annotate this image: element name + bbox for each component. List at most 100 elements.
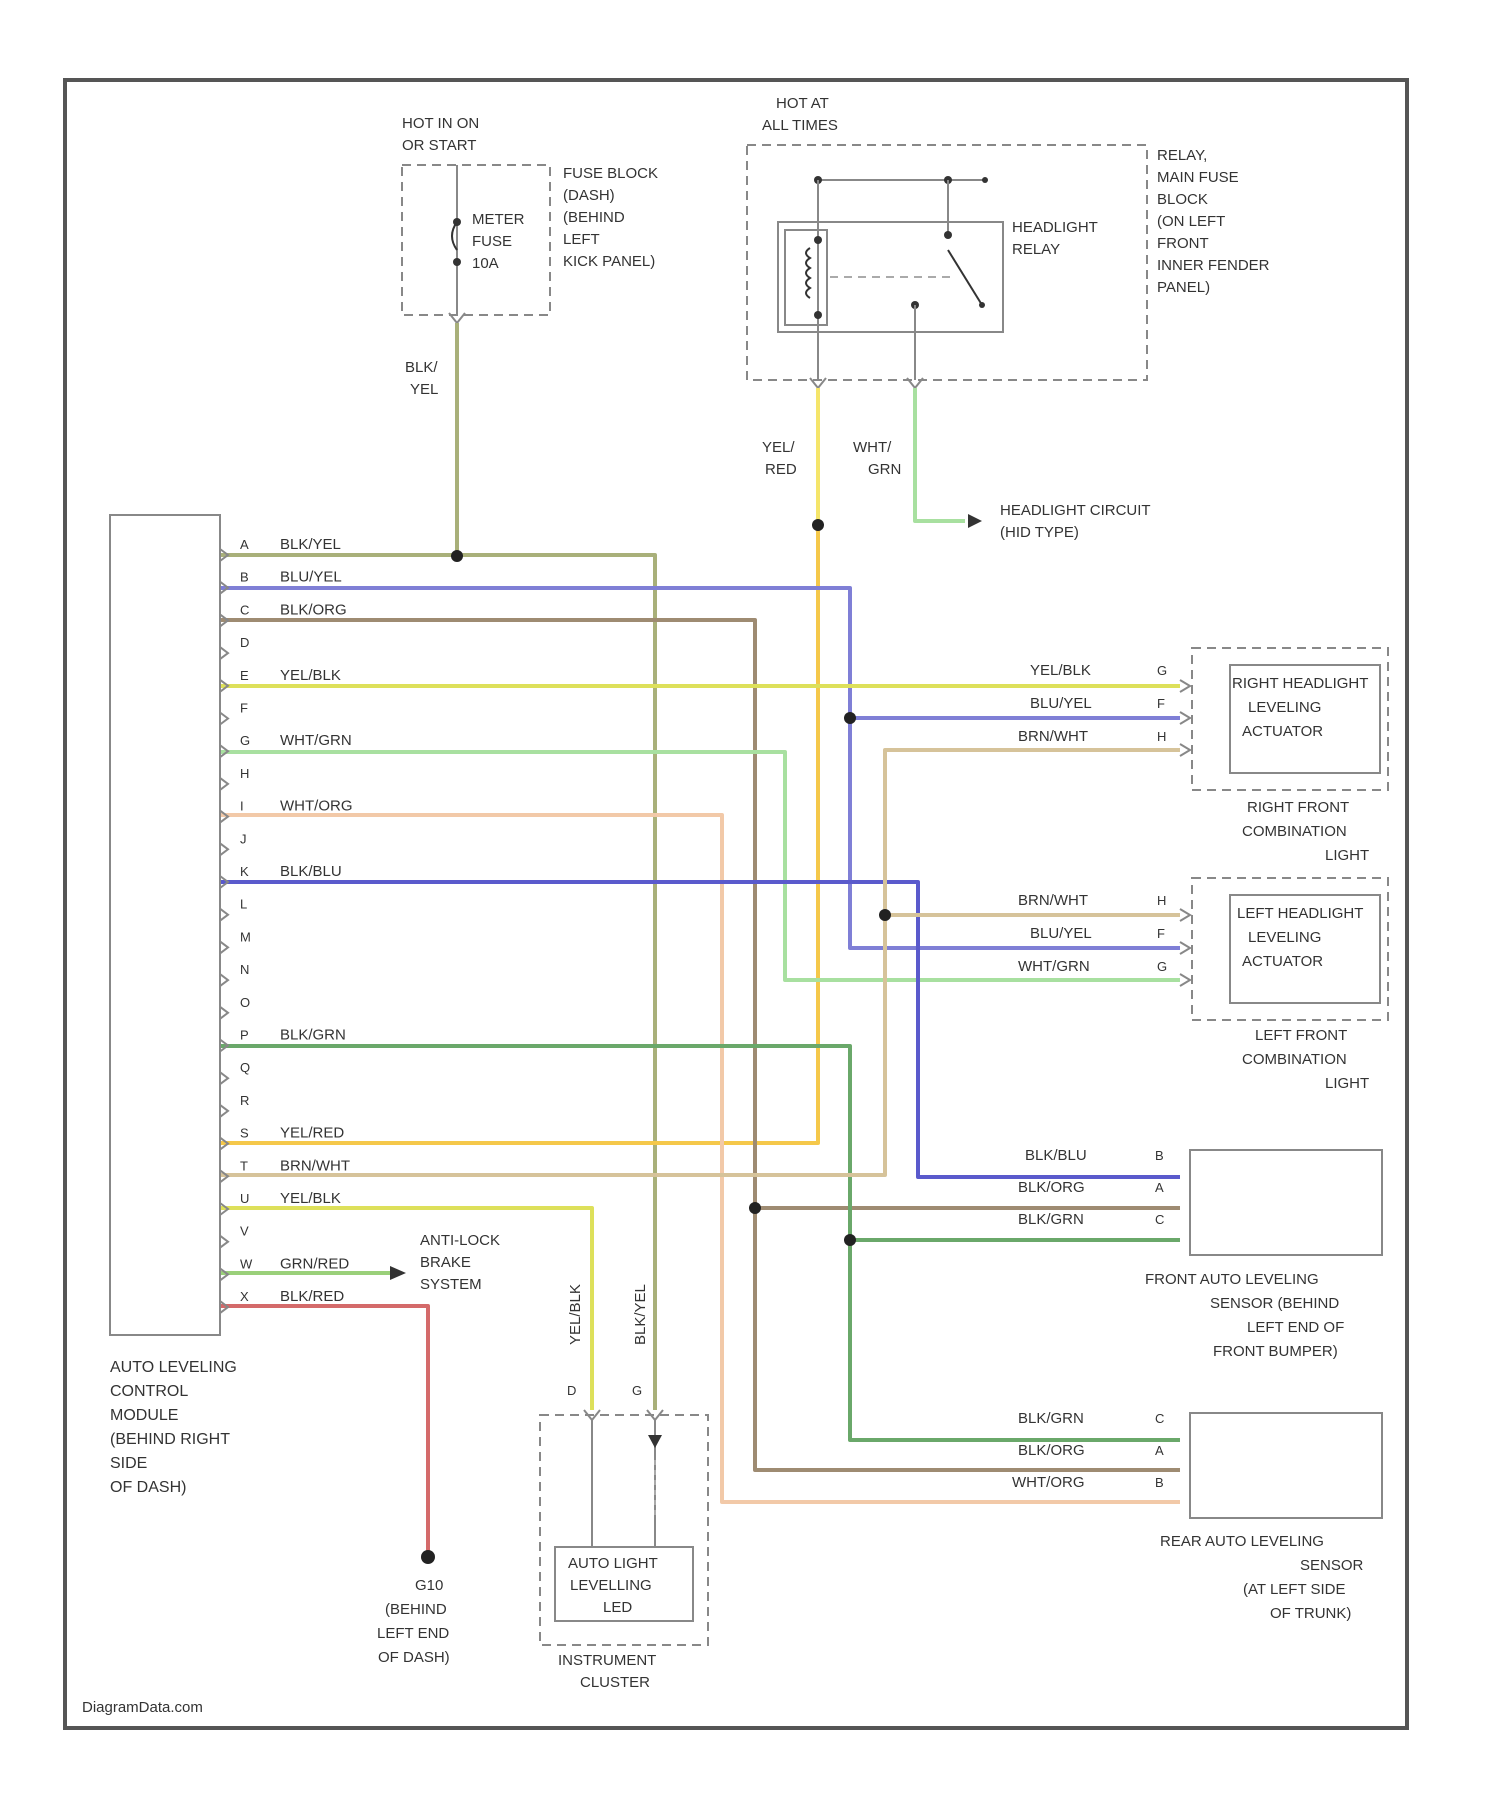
control-module-label-2: CONTROL: [110, 1383, 188, 1400]
relay-wire-left-2: RED: [765, 461, 797, 478]
control-module-label-5: SIDE: [110, 1455, 147, 1472]
ground-id: G10: [415, 1577, 443, 1594]
relay-wire-left-1: YEL/: [762, 439, 795, 456]
control-module-wire-label: BLK/YEL: [280, 536, 341, 553]
ground-desc-1: (BEHIND: [385, 1601, 447, 1618]
right-actuator-wire-3: BRN/WHT: [1018, 728, 1088, 745]
cluster-led-label-3: LED: [603, 1599, 632, 1616]
control-module-pin-terminal: [220, 941, 228, 953]
control-module-wire-label: GRN/RED: [280, 1255, 349, 1272]
control-module-label-1: AUTO LEVELING: [110, 1359, 237, 1376]
right-actuator-pin-2: F: [1157, 696, 1165, 711]
wire-pin-g-wht-grn: [220, 752, 1180, 980]
control-module-pin-t: T: [240, 1158, 248, 1173]
cluster-pin-right: G: [632, 1383, 642, 1398]
control-module-pin-terminal: [220, 843, 228, 855]
led-icon: [648, 1435, 662, 1448]
front-sensor-pin-1: B: [1155, 1148, 1164, 1163]
left-actuator-wire-2: BLU/YEL: [1030, 925, 1092, 942]
cluster-label-1: INSTRUMENT: [558, 1652, 656, 1669]
left-actuator-pin-1: H: [1157, 893, 1166, 908]
abs-label-3: SYSTEM: [420, 1276, 482, 1293]
fuse-wire-label-2: YEL: [410, 381, 438, 398]
control-module-pin-k: K: [240, 864, 249, 879]
rear-sensor-pin-2: A: [1155, 1443, 1164, 1458]
right-headlight-leveling-actuator: RIGHT HEADLIGHT LEVELING ACTUATOR YEL/BL…: [1018, 648, 1388, 864]
control-module-pin-i: I: [240, 799, 244, 814]
fuse-block-desc-2: (DASH): [563, 187, 615, 204]
relay-switch-arm: [948, 250, 982, 305]
cluster-led-label-1: AUTO LIGHT: [568, 1555, 658, 1572]
splice-blk-grn: [844, 1234, 856, 1246]
rear-auto-leveling-sensor: BLK/GRN BLK/ORG WHT/ORG C A B REAR AUTO …: [1012, 1410, 1382, 1622]
ground-g10: G10 (BEHIND LEFT END OF DASH): [377, 1550, 450, 1666]
left-actuator-label-3: LIGHT: [1325, 1075, 1369, 1092]
fuse-block: HOT IN ON OR START METER FUSE 10A FUSE B…: [402, 115, 658, 398]
control-module-pin-w: W: [240, 1256, 253, 1271]
control-module-box: [110, 515, 220, 1335]
control-module-pin-c: C: [240, 602, 249, 617]
splice-brn-wht: [879, 909, 891, 921]
control-module-pin-o: O: [240, 995, 250, 1010]
headlight-relay-label-1: HEADLIGHT: [1012, 219, 1098, 236]
control-module-pin-s: S: [240, 1126, 249, 1141]
right-actuator-name-1: RIGHT HEADLIGHT: [1232, 675, 1368, 692]
control-module-wire-label: YEL/BLK: [280, 1190, 341, 1207]
relay-coil-box: [785, 230, 827, 325]
control-module-pin-x: X: [240, 1289, 249, 1304]
wire-pin-u-yel-blk: [220, 1208, 592, 1410]
rear-sensor-wire-3: WHT/ORG: [1012, 1474, 1085, 1491]
relay-block-desc-2: MAIN FUSE: [1157, 169, 1239, 186]
control-module-wire-label: YEL/RED: [280, 1125, 344, 1142]
left-headlight-leveling-actuator: LEFT HEADLIGHT LEVELING ACTUATOR BRN/WHT…: [1018, 878, 1388, 1092]
control-module-label-6: OF DASH): [110, 1479, 186, 1496]
abs-label-2: BRAKE: [420, 1254, 471, 1271]
relay-block-desc-6: INNER FENDER: [1157, 257, 1270, 274]
control-module-wire-label: BLK/GRN: [280, 1027, 346, 1044]
control-module-pin-terminal: [220, 1105, 228, 1117]
fuse-label-3: 10A: [472, 255, 499, 272]
cluster-wire-left: YEL/BLK: [567, 1284, 584, 1345]
left-actuator-pin-3: G: [1157, 959, 1167, 974]
control-module-pin-u: U: [240, 1191, 249, 1206]
cluster-wire-right: BLK/YEL: [632, 1284, 649, 1345]
relay-wire-right-2: GRN: [868, 461, 901, 478]
control-module-wire-label: BLK/BLU: [280, 863, 342, 880]
fuse-block-desc-4: LEFT: [563, 231, 600, 248]
front-sensor-label-3: LEFT END OF: [1247, 1319, 1344, 1336]
ground-desc-2: LEFT END: [377, 1625, 449, 1642]
control-module-pin-n: N: [240, 962, 249, 977]
right-actuator-wire-1: YEL/BLK: [1030, 662, 1091, 679]
front-sensor-wire-3: BLK/GRN: [1018, 1211, 1084, 1228]
control-module-pin-l: L: [240, 897, 247, 912]
cluster-label-2: CLUSTER: [580, 1674, 650, 1691]
front-sensor-label-4: FRONT BUMPER): [1213, 1343, 1338, 1360]
control-module-wire-label: BLK/ORG: [280, 601, 347, 618]
control-module-wire-label: WHT/ORG: [280, 798, 353, 815]
control-module-pin-terminal: [220, 909, 228, 921]
headlight-circuit-label-1: HEADLIGHT CIRCUIT: [1000, 502, 1151, 519]
cluster-led-label-2: LEVELLING: [570, 1577, 652, 1594]
control-module-wire-label: BLU/YEL: [280, 569, 342, 586]
left-actuator-name-2: LEVELING: [1248, 929, 1321, 946]
relay-bus-end: [982, 177, 988, 183]
rear-sensor-label-1: REAR AUTO LEVELING: [1160, 1533, 1324, 1550]
headlight-circuit-arrow: [968, 514, 982, 528]
front-sensor-wire-2: BLK/ORG: [1018, 1179, 1085, 1196]
rear-sensor-pin-1: C: [1155, 1411, 1164, 1426]
left-actuator-label-1: LEFT FRONT: [1255, 1027, 1347, 1044]
relay-block-desc-3: BLOCK: [1157, 191, 1208, 208]
splice-yel-red: [812, 519, 824, 531]
front-sensor-label-1: FRONT AUTO LEVELING: [1145, 1271, 1319, 1288]
fuse-label-2: FUSE: [472, 233, 512, 250]
control-module-pin-g: G: [240, 733, 250, 748]
rear-sensor-box: [1190, 1413, 1382, 1518]
relay-block-desc-7: PANEL): [1157, 279, 1210, 296]
fuse-block-desc-1: FUSE BLOCK: [563, 165, 658, 182]
rear-sensor-label-4: OF TRUNK): [1270, 1605, 1351, 1622]
left-actuator-wire-1: BRN/WHT: [1018, 892, 1088, 909]
fuse-wire-label-1: BLK/: [405, 359, 438, 376]
relay-hot-label-2: ALL TIMES: [762, 117, 838, 134]
front-sensor-box: [1190, 1150, 1382, 1255]
control-module-label-4: (BEHIND RIGHT: [110, 1431, 230, 1448]
